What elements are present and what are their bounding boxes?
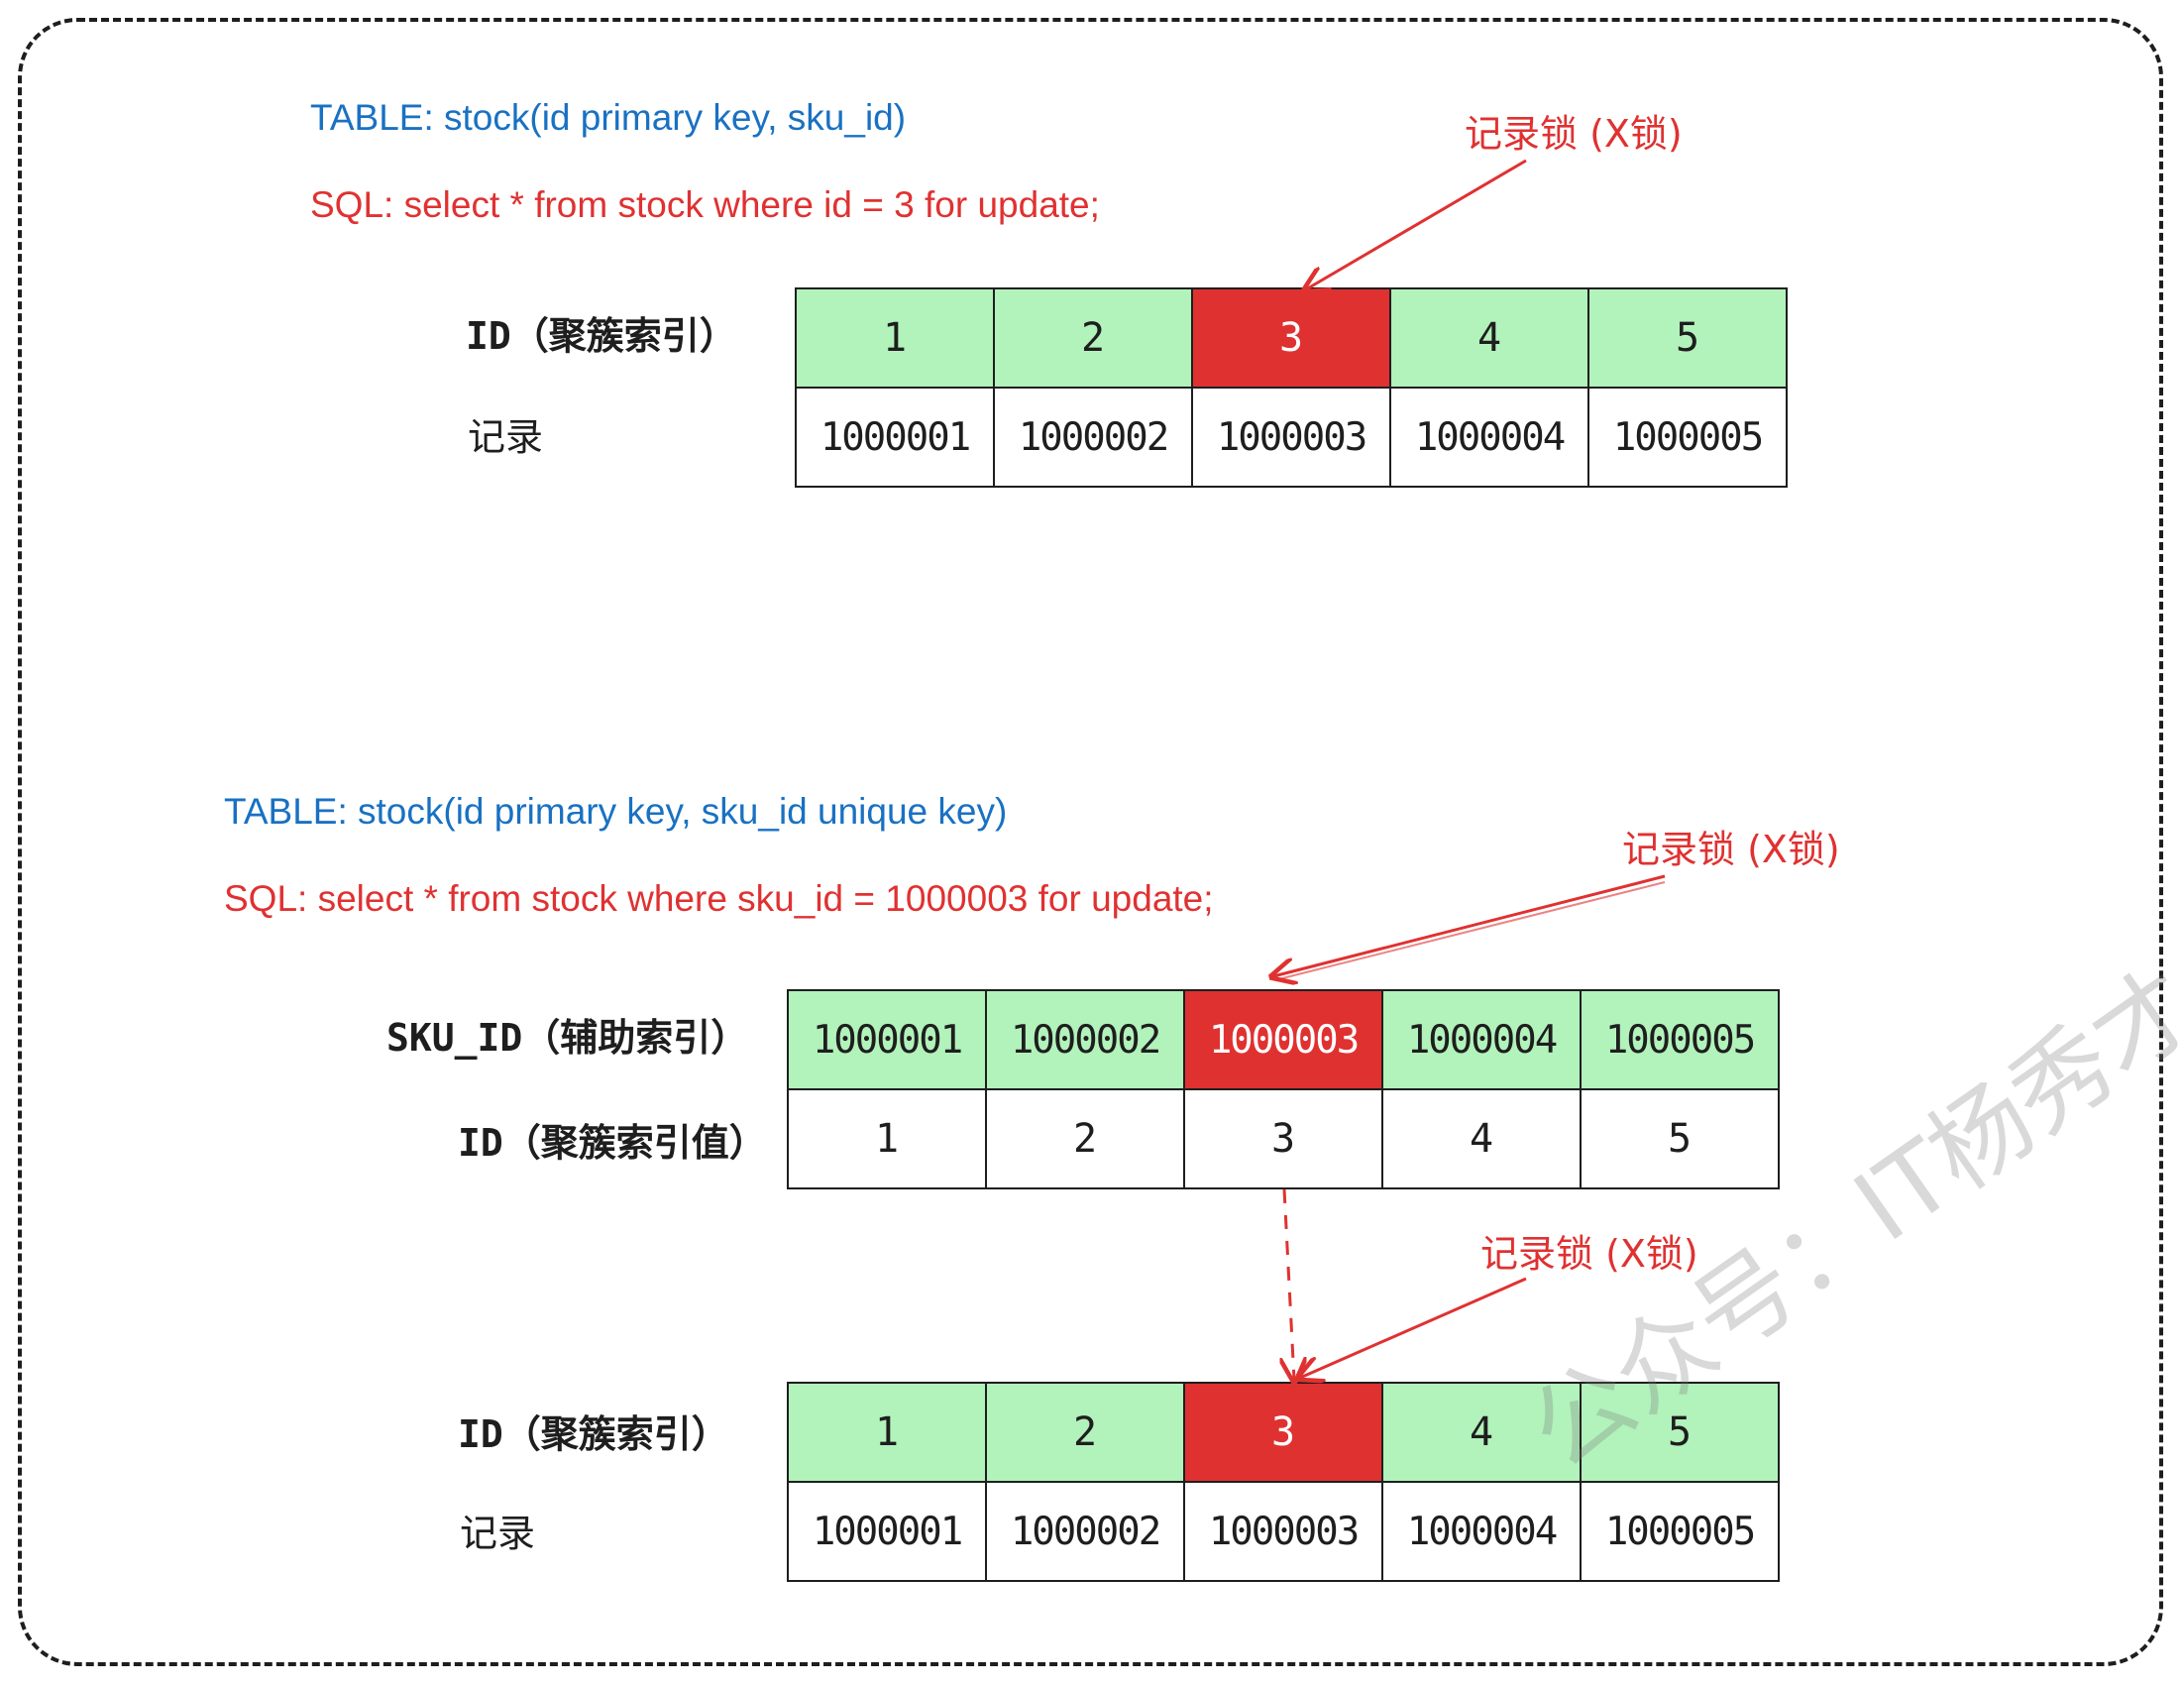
clustered-index-table-2: 1 2 3 4 5 1000001 1000002 1000003 100000… (787, 1382, 1780, 1582)
row-label-secondary-key: SKU_ID（辅助索引） (386, 1016, 749, 1060)
record-cell: 1000002 (995, 389, 1193, 488)
sql-statement-1: SQL: select * from stock where id = 3 fo… (310, 184, 1100, 225)
key-cell: 1 (789, 1384, 987, 1483)
locked-sku-key-cell: 1000003 (1185, 991, 1383, 1090)
sku-key-cell: 1000001 (789, 991, 987, 1090)
clustered-index-table-1: 1 2 3 4 5 1000001 1000002 1000003 100000… (795, 287, 1788, 488)
lock-label-1: 记录锁 (X锁) (1465, 112, 1683, 156)
locked-key-cell: 3 (1193, 289, 1391, 389)
record-cell: 1000003 (1193, 389, 1391, 488)
key-cell: 1 (797, 289, 995, 389)
id-value-cell: 3 (1185, 1090, 1383, 1189)
record-cell: 1000005 (1582, 1483, 1780, 1582)
record-cell: 1000001 (797, 389, 995, 488)
record-cell: 1000001 (789, 1483, 987, 1582)
lock-arrow-2b (1277, 881, 1666, 980)
row-label-clustered-key-1: ID（聚簇索引） (466, 314, 737, 358)
sku-key-cell: 1000004 (1383, 991, 1582, 1090)
sku-key-cell: 1000002 (987, 991, 1185, 1090)
id-value-cell: 5 (1582, 1090, 1780, 1189)
row-label-record-2: 记录 (460, 1512, 536, 1555)
row-label-clustered-value: ID（聚簇索引值） (458, 1121, 767, 1165)
secondary-index-table: 1000001 1000002 1000003 1000004 1000005 … (787, 989, 1780, 1189)
key-cell: 5 (1582, 1384, 1780, 1483)
lock-label-3: 记录锁 (X锁) (1480, 1232, 1698, 1276)
key-cell: 2 (995, 289, 1193, 389)
table-definition-2: TABLE: stock(id primary key, sku_id uniq… (224, 791, 1008, 832)
key-cell: 2 (987, 1384, 1185, 1483)
record-cell: 1000005 (1589, 389, 1788, 488)
row-label-clustered-key-2: ID（聚簇索引） (458, 1412, 729, 1456)
clustered-value-row: 1 2 3 4 5 (789, 1090, 1780, 1189)
sku-key-cell: 1000005 (1582, 991, 1780, 1090)
record-row: 1000001 1000002 1000003 1000004 1000005 (789, 1483, 1780, 1582)
key-row: 1 2 3 4 5 (797, 289, 1788, 389)
key-cell: 4 (1383, 1384, 1582, 1483)
lock-arrow-2 (1273, 874, 1666, 976)
locked-key-cell: 3 (1185, 1384, 1383, 1483)
id-value-cell: 4 (1383, 1090, 1582, 1189)
table-definition-1: TABLE: stock(id primary key, sku_id) (310, 97, 907, 138)
record-cell: 1000004 (1391, 389, 1589, 488)
record-row: 1000001 1000002 1000003 1000004 1000005 (797, 389, 1788, 488)
secondary-key-row: 1000001 1000002 1000003 1000004 1000005 (789, 991, 1780, 1090)
key-cell: 5 (1589, 289, 1788, 389)
key-cell: 4 (1391, 289, 1589, 389)
id-value-cell: 2 (987, 1090, 1185, 1189)
row-label-record-1: 记录 (468, 415, 544, 459)
lock-label-2: 记录锁 (X锁) (1622, 828, 1840, 871)
record-cell: 1000002 (987, 1483, 1185, 1582)
diagram-frame (18, 18, 2163, 1666)
lock-arrow-3 (1300, 1277, 1527, 1378)
key-row: 1 2 3 4 5 (789, 1384, 1780, 1483)
record-cell: 1000004 (1383, 1483, 1582, 1582)
id-value-cell: 1 (789, 1090, 987, 1189)
lock-arrow-1 (1306, 159, 1527, 289)
lookup-arrow-dashed (1284, 1188, 1294, 1380)
sql-statement-2: SQL: select * from stock where sku_id = … (224, 878, 1214, 919)
record-cell: 1000003 (1185, 1483, 1383, 1582)
